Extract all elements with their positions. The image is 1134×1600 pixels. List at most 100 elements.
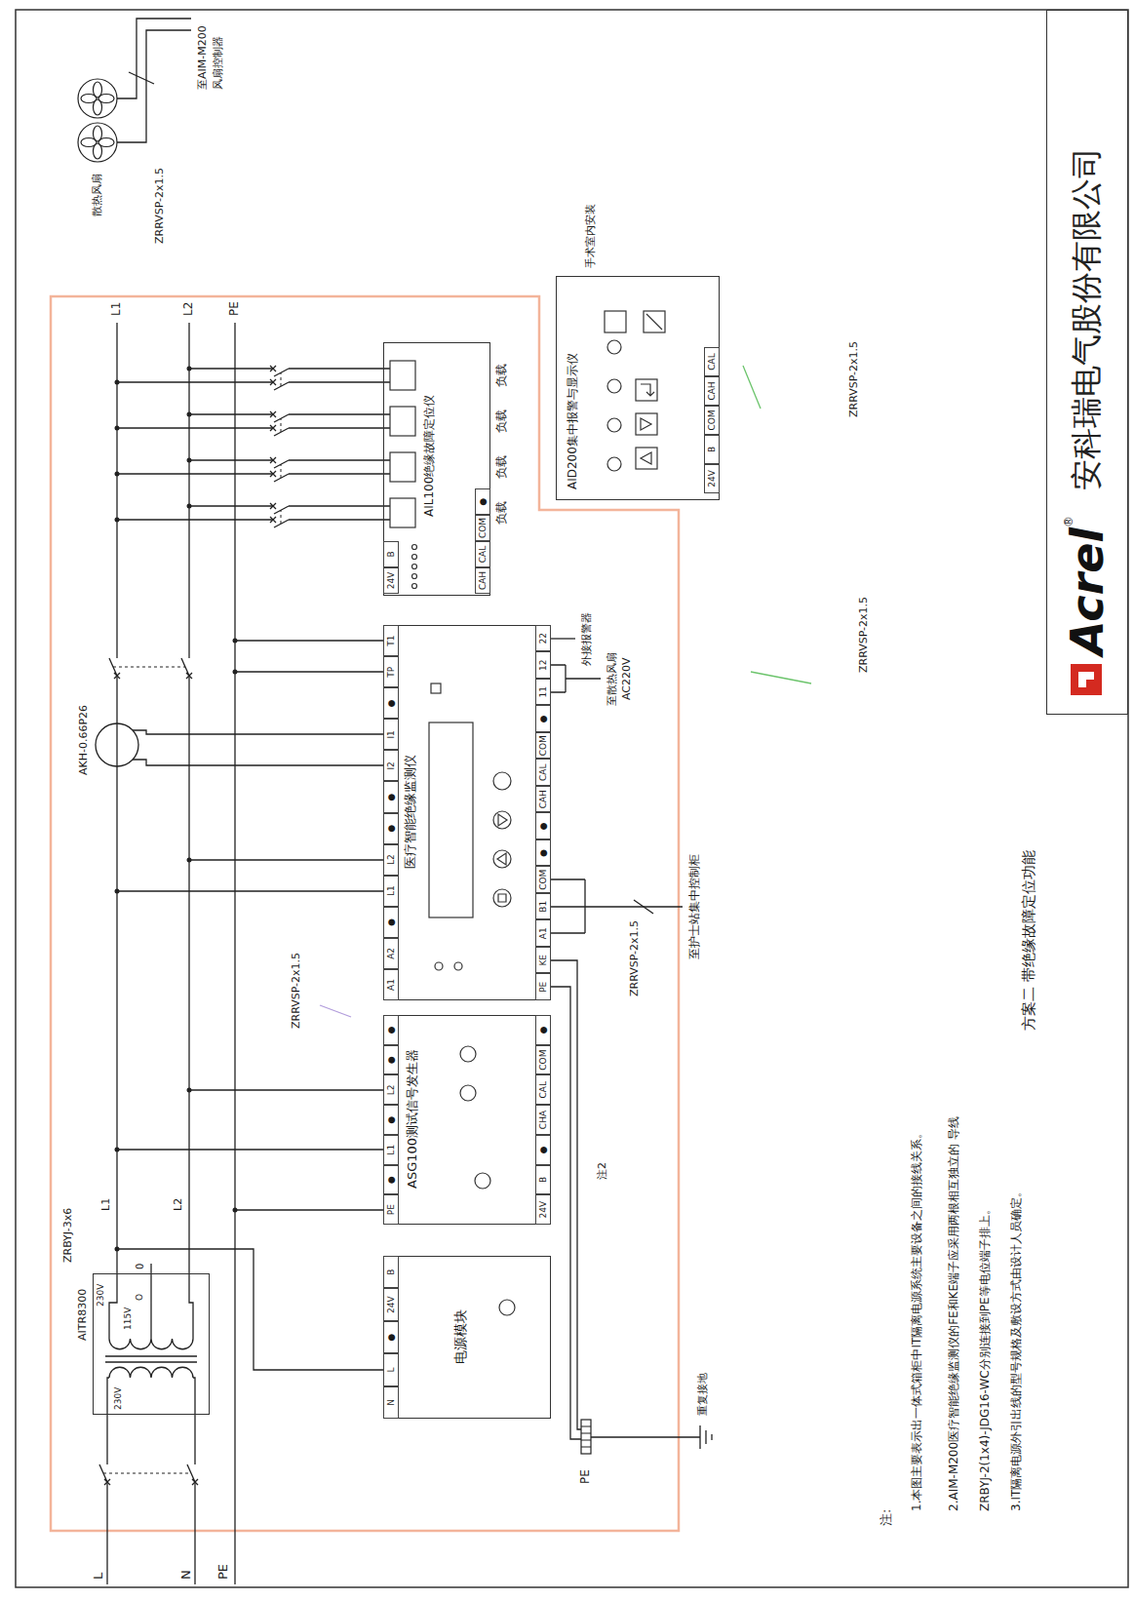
module-title: ASG100测试信号发生器 — [405, 1049, 421, 1189]
junction-dot — [233, 638, 238, 644]
device-detail — [607, 457, 622, 471]
device-detail — [412, 574, 418, 580]
terminal-label: COM — [535, 1045, 551, 1076]
junction-dot — [187, 366, 193, 372]
insulation-monitor-box: 医疗智能绝缘监测仪 — [383, 625, 551, 1001]
notes-heading: 注: — [879, 1508, 895, 1527]
breaker-link — [103, 372, 281, 1474]
power-wire — [117, 460, 391, 474]
terminal-label: ● — [383, 813, 399, 845]
device-detail — [430, 683, 441, 694]
terminal-label: ● — [383, 906, 399, 939]
signal-generator-box: ASG100测试信号发生器 — [383, 1015, 551, 1225]
device-detail — [493, 811, 511, 829]
junction-dot — [115, 471, 120, 477]
terminal-label: B — [535, 1165, 551, 1196]
terminal-label: L2 — [383, 844, 399, 876]
terminal-label: ● — [474, 488, 491, 515]
destination-label: 至护士站集中控制柜 — [688, 853, 703, 961]
bus-label: PE — [228, 300, 242, 317]
terminal-label: 24V — [703, 464, 720, 494]
terminal-label: PE — [535, 974, 551, 1002]
power-wire — [590, 1425, 712, 1449]
device-detail — [635, 413, 658, 435]
module-title: 医疗智能绝缘监测仪 — [403, 754, 419, 869]
cooling-fan — [93, 125, 103, 142]
device-detail — [390, 311, 665, 1316]
device-detail — [390, 360, 416, 391]
power-wire — [550, 664, 601, 693]
junction-dot — [233, 1208, 238, 1213]
device-detail — [493, 889, 511, 907]
terminal-label: I2 — [383, 749, 399, 782]
breaker-link — [103, 372, 281, 1474]
device-detail — [635, 447, 658, 470]
cooling-fan — [78, 78, 118, 162]
voltage-label: 230V — [113, 1386, 123, 1411]
terminal-label: CAL — [703, 347, 720, 377]
junction-dot — [115, 366, 238, 1252]
load-label: 负载 — [495, 454, 509, 480]
breaker-symbol — [270, 457, 289, 482]
power-wire — [633, 899, 654, 914]
device-detail — [460, 1085, 476, 1101]
brand-icon — [1070, 664, 1102, 696]
terminal-label: COM — [474, 514, 491, 542]
pe-label: PE — [579, 1468, 593, 1486]
phase-label: L1 — [100, 1197, 114, 1213]
device-detail — [434, 962, 443, 971]
device-detail — [640, 313, 663, 465]
brand-logo: Acrel — [1062, 527, 1113, 656]
power-wire — [117, 506, 391, 520]
device-detail — [412, 554, 418, 560]
terminal-label: B1 — [535, 893, 551, 921]
cable-tick — [319, 365, 812, 1017]
cable-spec: ZRRVSP-2x1.5 — [628, 919, 642, 998]
terminal-label: ● — [535, 1015, 551, 1046]
power-wire — [117, 414, 391, 429]
terminal-label: 0 — [134, 1262, 147, 1271]
alarm-display-box: AID200集中报警与显示仪 — [555, 275, 720, 501]
power-wire — [117, 18, 192, 143]
terminal-label: L — [383, 1353, 399, 1386]
terminal-label: ● — [535, 705, 551, 734]
bus-label: L2 — [182, 301, 196, 317]
voltage-label: 115V — [122, 1306, 133, 1331]
terminal-label: ● — [383, 1045, 399, 1076]
drawing-caption: 方案二 带绝缘故障定位功能 — [1020, 849, 1038, 1032]
terminal-label: L1 — [383, 875, 399, 907]
terminal-label: 11 — [535, 678, 551, 706]
power-wire — [117, 1090, 384, 1211]
terminal-label: CHA — [535, 1104, 551, 1135]
transformer-coil — [109, 1367, 194, 1378]
power-wire — [117, 322, 190, 1274]
cooling-fan — [78, 122, 118, 162]
load-label: 负载 — [495, 500, 509, 526]
company-name: 安科瑞电气股份有限公司 — [1069, 147, 1104, 491]
module-title: AID200集中报警与显示仪 — [566, 352, 581, 490]
device-detail — [493, 772, 511, 790]
terminal-label: KE — [535, 946, 551, 975]
cable-tick — [319, 1005, 352, 1017]
terminal-label: CAH — [474, 567, 491, 594]
registered-mark: ® — [1062, 515, 1076, 528]
brand-icon — [1070, 664, 1102, 696]
voltage-label: 230V — [95, 1283, 106, 1308]
device-detail — [412, 584, 418, 589]
note-text: 3.IT隔离电源外引出线的型号规格及敷设方式由设计人员确定。 — [1010, 1184, 1024, 1513]
power-wire — [234, 322, 235, 1585]
pe-terminal-bar — [581, 1426, 591, 1447]
device-detail — [635, 379, 658, 401]
power-wire — [132, 730, 384, 766]
pe-terminal-bar — [581, 1419, 591, 1454]
terminal-label: 12 — [535, 652, 551, 680]
terminal-label: ● — [535, 839, 551, 867]
cooling-fan — [93, 99, 103, 116]
junction-dot — [115, 380, 120, 386]
junction-dot — [187, 458, 193, 464]
terminal-label: 24V — [383, 567, 399, 594]
phase-label: L2 — [172, 1197, 186, 1213]
terminal-label: COM — [535, 866, 551, 895]
destination-label: 至AIM-M200 — [196, 24, 210, 91]
